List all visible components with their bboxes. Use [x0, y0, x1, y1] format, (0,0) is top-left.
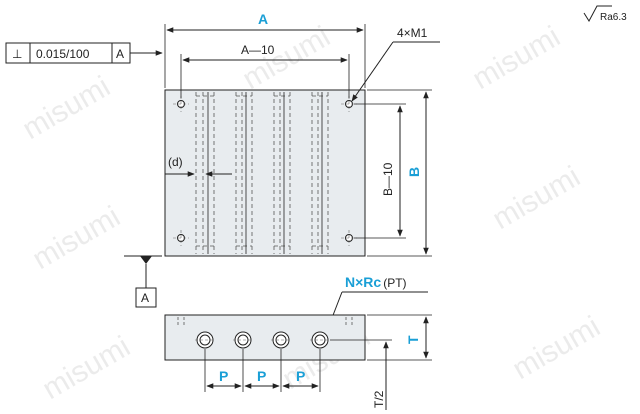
svg-text:B—10: B—10: [381, 162, 395, 196]
dimension-a-minus-10: A—10: [180, 43, 350, 98]
ports-callout: N×Rc(PT): [324, 274, 428, 337]
svg-text:P: P: [296, 368, 305, 384]
svg-text:misumi: misumi: [507, 310, 606, 386]
top-view: [164, 89, 366, 257]
ports-label: N×Rc(PT): [345, 274, 407, 290]
front-view: [164, 314, 366, 361]
svg-text:A: A: [258, 11, 268, 27]
svg-text:misumi: misumi: [27, 200, 126, 276]
dimension-b-minus-10: B—10: [354, 103, 406, 239]
svg-text:misumi: misumi: [17, 70, 116, 146]
tolerance-frame: ⊥ 0.015/100 A: [5, 42, 163, 64]
roughness-symbol: Ra6.3: [583, 5, 627, 23]
svg-text:misumi: misumi: [467, 20, 566, 96]
hole-centerlines: [173, 96, 357, 246]
hidden-channels: [195, 92, 329, 254]
dimension-t: T: [367, 314, 432, 361]
dimension-b: B: [367, 89, 432, 257]
svg-text:4×M1: 4×M1: [397, 26, 428, 40]
svg-text:T/2: T/2: [372, 390, 386, 408]
hole-callout: 4×M1: [351, 26, 440, 102]
svg-text:A—10: A—10: [241, 43, 275, 57]
svg-text:P: P: [219, 368, 228, 384]
perpendicularity-symbol: ⊥: [12, 47, 22, 61]
dimension-a: A: [164, 11, 366, 88]
svg-text:misumi: misumi: [37, 330, 136, 406]
svg-text:misumi: misumi: [487, 160, 586, 236]
svg-text:A: A: [141, 291, 149, 305]
svg-text:T: T: [405, 335, 421, 344]
svg-text:(d): (d): [168, 155, 183, 169]
dimension-pitch: P P P: [204, 349, 321, 392]
svg-text:P: P: [257, 368, 266, 384]
tolerance-value: 0.015/100: [36, 47, 90, 61]
datum-a-symbol: A: [124, 255, 162, 308]
d-callout: (d): [165, 155, 232, 177]
tolerance-datum: A: [116, 47, 124, 61]
svg-text:Ra6.3: Ra6.3: [600, 12, 627, 23]
svg-text:misumi: misumi: [237, 20, 336, 96]
dimension-t-half: T/2: [330, 339, 392, 410]
svg-text:B: B: [406, 167, 422, 177]
